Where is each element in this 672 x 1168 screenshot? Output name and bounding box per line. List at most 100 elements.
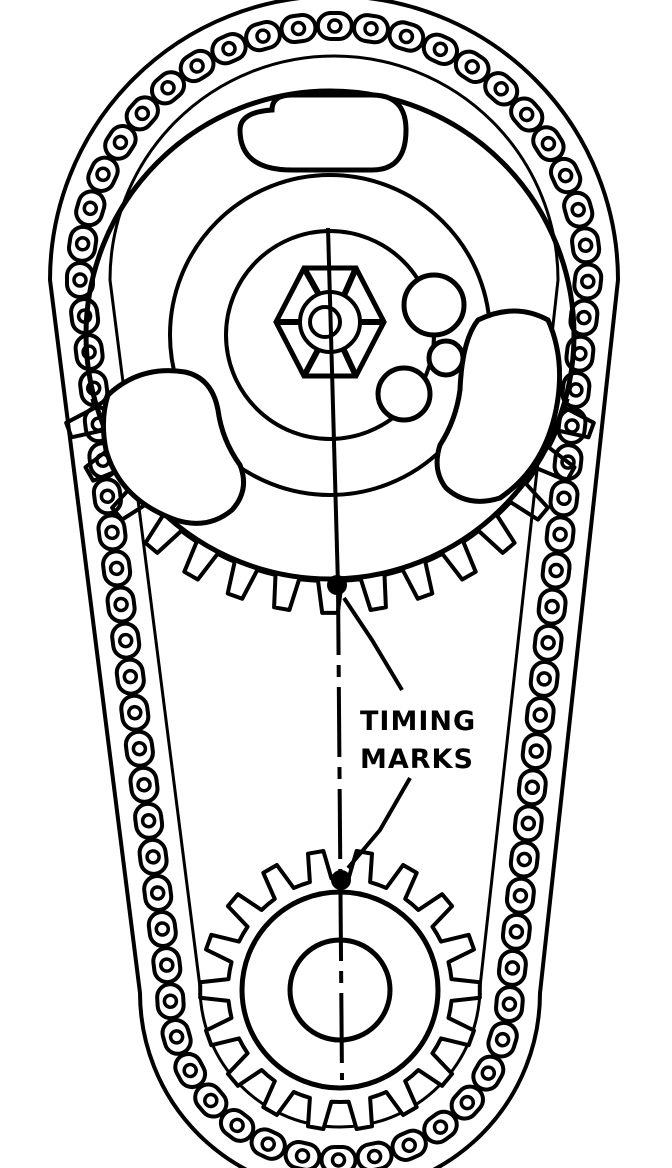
chain-link — [91, 477, 123, 516]
chain-link-pin — [160, 80, 176, 96]
chain-link-pin — [117, 632, 134, 649]
chain-link — [548, 156, 583, 195]
chain-link — [146, 910, 178, 948]
timing-marks-label-line2: MARKS — [360, 744, 474, 775]
chain-link-pin — [532, 707, 548, 723]
crank-timing-mark — [331, 870, 351, 890]
chain-link — [249, 1127, 287, 1161]
chain-link-pin — [493, 81, 509, 97]
chain-link — [509, 96, 545, 133]
chain-link-pin — [72, 272, 88, 288]
chain-link — [244, 19, 282, 53]
chain-link — [178, 48, 216, 84]
chain-link-pin — [182, 1062, 198, 1079]
chain-link — [548, 479, 580, 518]
chain-link-pin — [203, 1092, 219, 1109]
chain-link — [137, 837, 169, 876]
hub-hole-small — [426, 338, 466, 378]
chain-link — [114, 657, 146, 696]
chain-link — [508, 840, 540, 879]
chain-link — [110, 621, 142, 660]
chain-link-pin — [520, 815, 537, 832]
chain-link — [279, 12, 318, 45]
chain-link-pin — [260, 1136, 276, 1152]
chain-link — [103, 124, 138, 161]
chain-link — [494, 985, 525, 1024]
chain-link — [504, 876, 536, 915]
chain-link — [572, 262, 604, 301]
sprocket-slot-top — [237, 92, 409, 173]
chain-link — [319, 1144, 358, 1168]
chain-link — [128, 765, 160, 804]
chain-link — [355, 1140, 394, 1168]
chain-link-pin — [459, 1094, 476, 1111]
chain-link-pin — [464, 59, 480, 75]
chain-link — [124, 95, 160, 132]
chain-links — [64, 10, 604, 1168]
chain-link — [524, 696, 556, 734]
chain-link-pin — [149, 885, 166, 901]
chain-link-pin — [577, 237, 594, 254]
chain-link-pin — [432, 41, 449, 58]
chain-link-pin — [557, 167, 574, 184]
chain-link-pin — [480, 1065, 497, 1081]
alignment-line-lower — [336, 584, 344, 1081]
chain-link — [532, 623, 564, 662]
chain-link-pin — [540, 635, 556, 651]
chain-link — [352, 13, 390, 45]
chain-link — [471, 1054, 506, 1092]
chain-link — [516, 768, 548, 807]
chain-link-pin — [189, 58, 205, 74]
chain-link-pin — [95, 166, 111, 183]
chain-link-pin — [432, 1119, 449, 1135]
alignment-line-upper — [326, 227, 340, 586]
chain-link — [123, 729, 155, 768]
chain-link — [105, 585, 137, 624]
chain-link-pin — [131, 740, 148, 757]
chain-link-pin — [366, 1148, 383, 1165]
chain-link-pin — [516, 851, 533, 868]
chain-link-pin — [540, 135, 557, 152]
chain-link — [486, 1020, 519, 1059]
alignment-line — [326, 227, 344, 1081]
chain-link-pin — [255, 28, 271, 44]
chain-link — [387, 20, 426, 53]
chain-link — [421, 32, 460, 66]
chain-link-pin — [127, 704, 143, 721]
chain-link-pin — [122, 668, 139, 685]
chain-link-pin — [494, 1031, 511, 1048]
chain-link-pin — [501, 996, 518, 1012]
chain-link — [96, 513, 128, 552]
chain-link — [540, 551, 572, 590]
chain-link-pin — [168, 1029, 185, 1045]
chain-link-pin — [552, 526, 568, 543]
chain-link — [119, 693, 151, 732]
chain-link-pin — [528, 743, 544, 759]
chain-link-pin — [221, 40, 237, 57]
leader-line-cam — [342, 596, 404, 692]
chain-link-pin — [570, 201, 586, 218]
chain-link-pin — [113, 596, 129, 613]
hub-hole-medium — [375, 365, 433, 423]
chain-link-pin — [330, 1152, 347, 1168]
chain-link-pin — [556, 490, 572, 507]
leader-line-crank — [346, 777, 412, 870]
chain-link-pin — [508, 924, 525, 940]
chain-link-pin — [140, 813, 157, 829]
chain-link — [74, 189, 107, 228]
bolt-center-hole — [308, 305, 342, 339]
chain-link-pin — [104, 524, 120, 541]
chain-link-pin — [145, 849, 161, 865]
crankshaft-sprocket — [198, 849, 482, 1131]
chain-link-pin — [74, 236, 91, 252]
chain-link — [449, 1084, 485, 1121]
chain-link — [528, 659, 560, 698]
chain-link-pin — [159, 957, 175, 973]
chain-outer-edge — [47, 0, 621, 1168]
chain-link-pin — [327, 18, 343, 34]
chain-link — [193, 1082, 229, 1119]
chain-link — [133, 801, 165, 840]
chain-link-pin — [576, 309, 592, 326]
chain-link-pin — [504, 960, 521, 976]
